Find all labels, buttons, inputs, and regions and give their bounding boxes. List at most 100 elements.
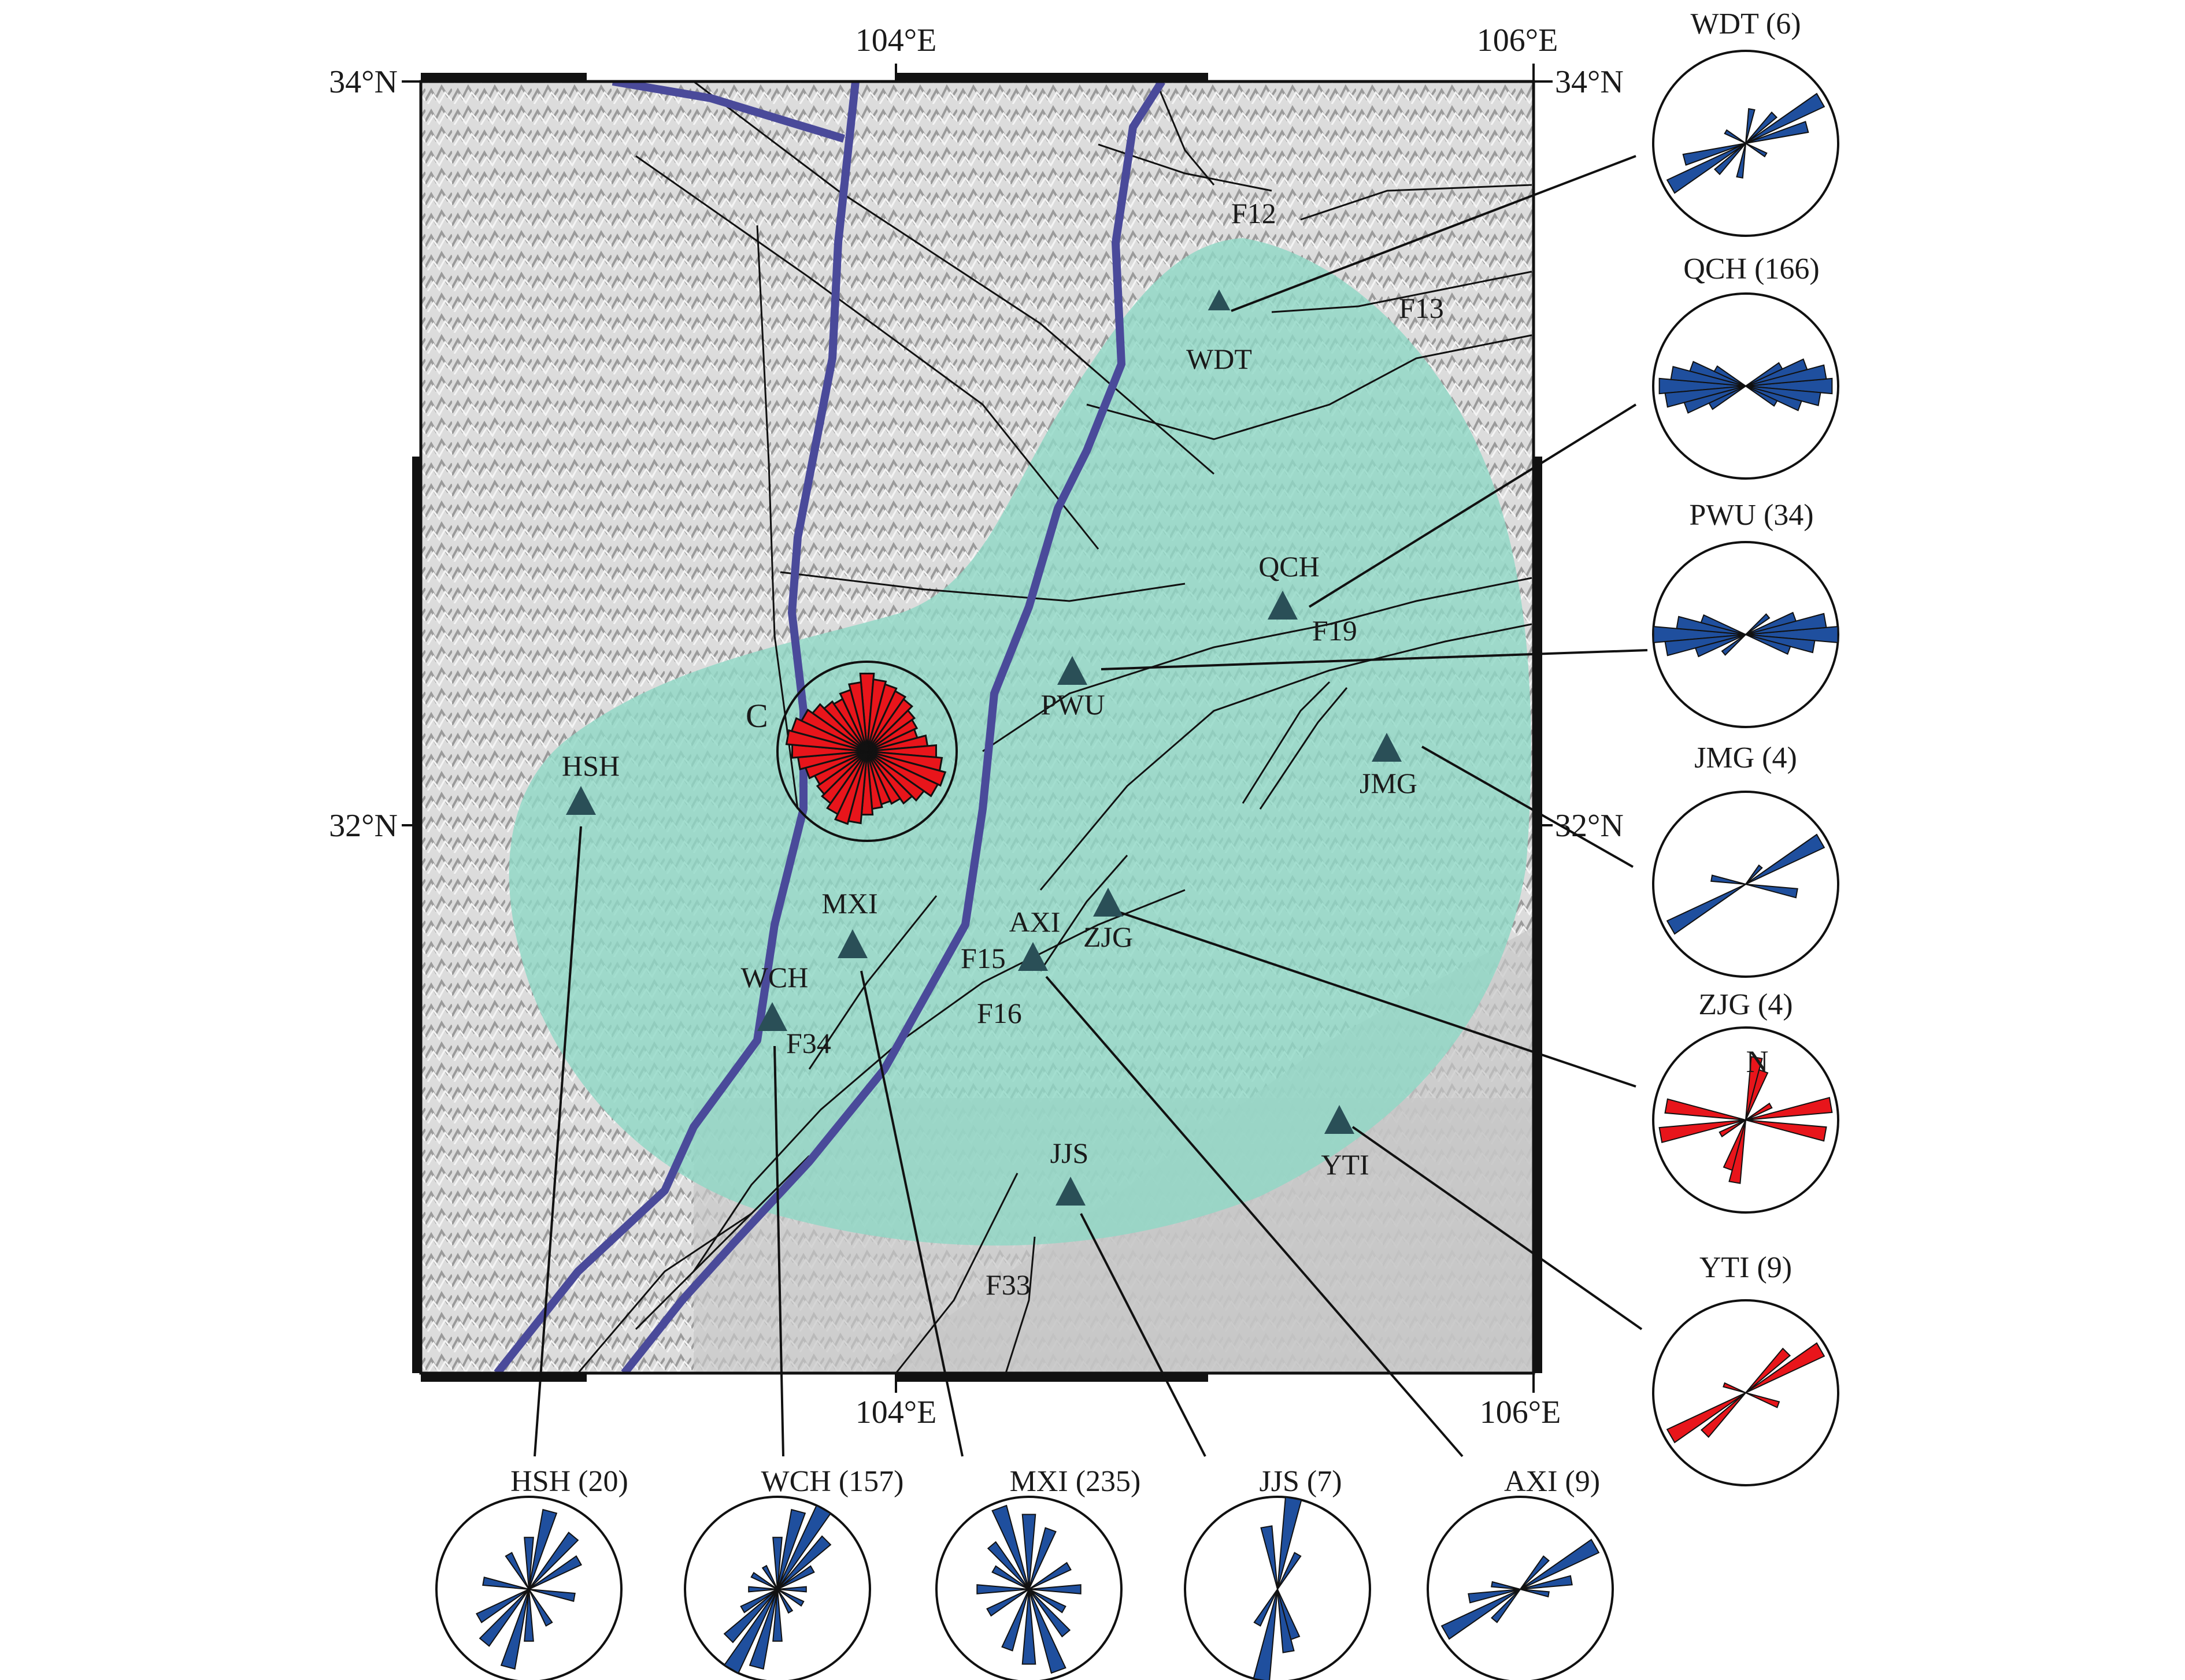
rose-petal-mxi-2 [1021,1514,1036,1590]
rose-petal-jjs-5 [1253,1589,1278,1627]
station-yti: YTI [1321,1105,1369,1181]
map-frame [402,64,1553,1393]
rose-petal-zjg-0 [1745,1096,1833,1121]
rose-petal-wch-2 [777,1508,806,1590]
rose-petal-wdt-7 [1736,143,1746,179]
rose-petal-wdt-4 [1745,111,1778,144]
rose-petal-mxi-5 [1001,1589,1029,1652]
station-wdt: WDT [1186,289,1252,375]
rose-petal-pwu-11 [1721,634,1746,656]
rose-jmg: JMG (4) [1652,741,1839,978]
rose-petal-wch-8 [777,1565,815,1590]
station-marker-yti [1324,1105,1354,1134]
rose-title-qch: QCH (166) [1683,253,1819,285]
station-label-hsh: HSH [562,750,620,782]
rose-petal-hsh-8 [505,1552,529,1590]
rose-petal-mxi-1 [1028,1589,1066,1674]
rose-petal-yti-5 [1723,1382,1746,1393]
cluster-rose-c [776,661,958,842]
cluster-petal-35 [848,681,868,752]
rose-petal-wdt-1 [1666,143,1746,194]
rose-title-axi: AXI (9) [1504,1465,1600,1498]
major-faults [494,81,1165,1373]
station-mxi: MXI [821,887,878,958]
rose-petal-wch-9 [740,1589,778,1614]
map-area [421,81,1534,1373]
rose-petal-zjg-2 [1745,1119,1827,1142]
station-label-wdt: WDT [1186,343,1252,375]
leader-lines [534,155,1648,1458]
rose-petal-pwu-7 [1694,634,1746,658]
rose-hsh: HSH (20) [435,1465,628,1680]
rose-title-yti: YTI (9) [1699,1251,1792,1284]
rose-title-hsh: HSH (20) [510,1465,628,1498]
rose-wch: WCH (157) [684,1465,903,1680]
station-marker-jmg [1372,733,1402,762]
rose-petal-hsh-3 [479,1589,529,1647]
rose-petal-yti-4 [1745,1392,1780,1408]
rose-petal-wch-10 [777,1586,807,1593]
rose-petal-hsh-10 [524,1537,534,1590]
rose-wdt: WDT (6) [1652,8,1839,237]
rose-petal-yti-0 [1745,1342,1825,1393]
fault-label-f33: F33 [986,1269,1031,1301]
station-label-mxi: MXI [821,887,877,919]
rose-petal-axi-7 [1491,1581,1521,1590]
rose-title-jjs: JJS (7) [1259,1465,1342,1498]
station-pwu: PWU [1040,656,1105,721]
rose-zjg: ZJG (4) N [1652,988,1839,1214]
rose-petal-mxi-9 [1028,1584,1082,1594]
rose-petal-wch-14 [777,1589,794,1614]
rose-petal-mxi-4 [1028,1527,1057,1590]
rose-diagrams: WDT (6) QCH (166) PWU (34) JMG (4) ZJG (… [435,8,1839,1680]
station-jmg: JMG [1360,733,1417,799]
rose-petal-wdt-9 [1745,143,1768,158]
rose-petal-pwu-6 [1745,611,1797,635]
top-lon-106: 106°E [1477,23,1558,58]
rose-petal-axi-5 [1491,1589,1521,1623]
rose-petal-jmg-4 [1745,864,1763,885]
rose-jjs: JJS (7) [1184,1465,1371,1680]
rose-petal-yti-2 [1745,1347,1791,1393]
rose-petal-hsh-7 [482,1577,529,1590]
rose-petal-hsh-11 [524,1589,534,1642]
rose-petal-qch-11 [1708,385,1746,410]
rose-petal-yti-1 [1666,1392,1746,1444]
rose-petal-qch-12 [1745,385,1778,407]
rose-petal-wdt-8 [1724,129,1746,144]
station-marker-mxi [838,929,868,958]
bottom-lon-106: 106°E [1480,1395,1561,1430]
rose-petal-wch-7 [772,1589,783,1642]
rose-petal-hsh-0 [528,1508,558,1590]
rose-petal-axi-0 [1520,1538,1600,1590]
rose-petal-zjg-1 [1658,1119,1746,1144]
rose-petal-mxi-11 [1028,1562,1072,1590]
rose-yti: YTI (9) [1652,1251,1839,1486]
top-lon-104: 104°E [856,23,937,58]
rose-petal-wdt-2 [1745,121,1809,144]
rose-petal-hsh-2 [528,1531,579,1590]
rose-petal-zjg-9 [1719,1119,1746,1138]
station-hsh: HSH [562,750,620,815]
station-marker-wch [757,1002,787,1031]
station-marker-qch [1268,591,1298,620]
rose-petal-jjs-4 [1277,1552,1302,1590]
rose-petal-mxi-10 [986,1589,1029,1617]
rose-petal-jjs-6 [1277,1589,1301,1641]
rose-petal-pwu-10 [1745,613,1771,635]
stations: WDT QCH PWU JMG HSH MXI AXI ZJG [562,289,1417,1206]
rose-petal-wch-15 [761,1564,778,1590]
rose-petal-jmg-3 [1710,874,1746,885]
station-zjg: ZJG [1083,888,1133,953]
rose-petal-mxi-13 [1028,1589,1066,1614]
station-qch: QCH [1258,550,1320,620]
rose-title-wdt: WDT (6) [1690,8,1801,40]
rose-petal-jmg-1 [1666,884,1746,935]
station-marker-wdt [1208,289,1231,310]
station-label-qch: QCH [1258,550,1320,583]
rose-petal-wch-0 [777,1504,832,1590]
rose-petal-mxi-8 [976,1584,1029,1594]
region-label-c: C [746,697,768,735]
rose-petal-hsh-6 [528,1589,576,1602]
